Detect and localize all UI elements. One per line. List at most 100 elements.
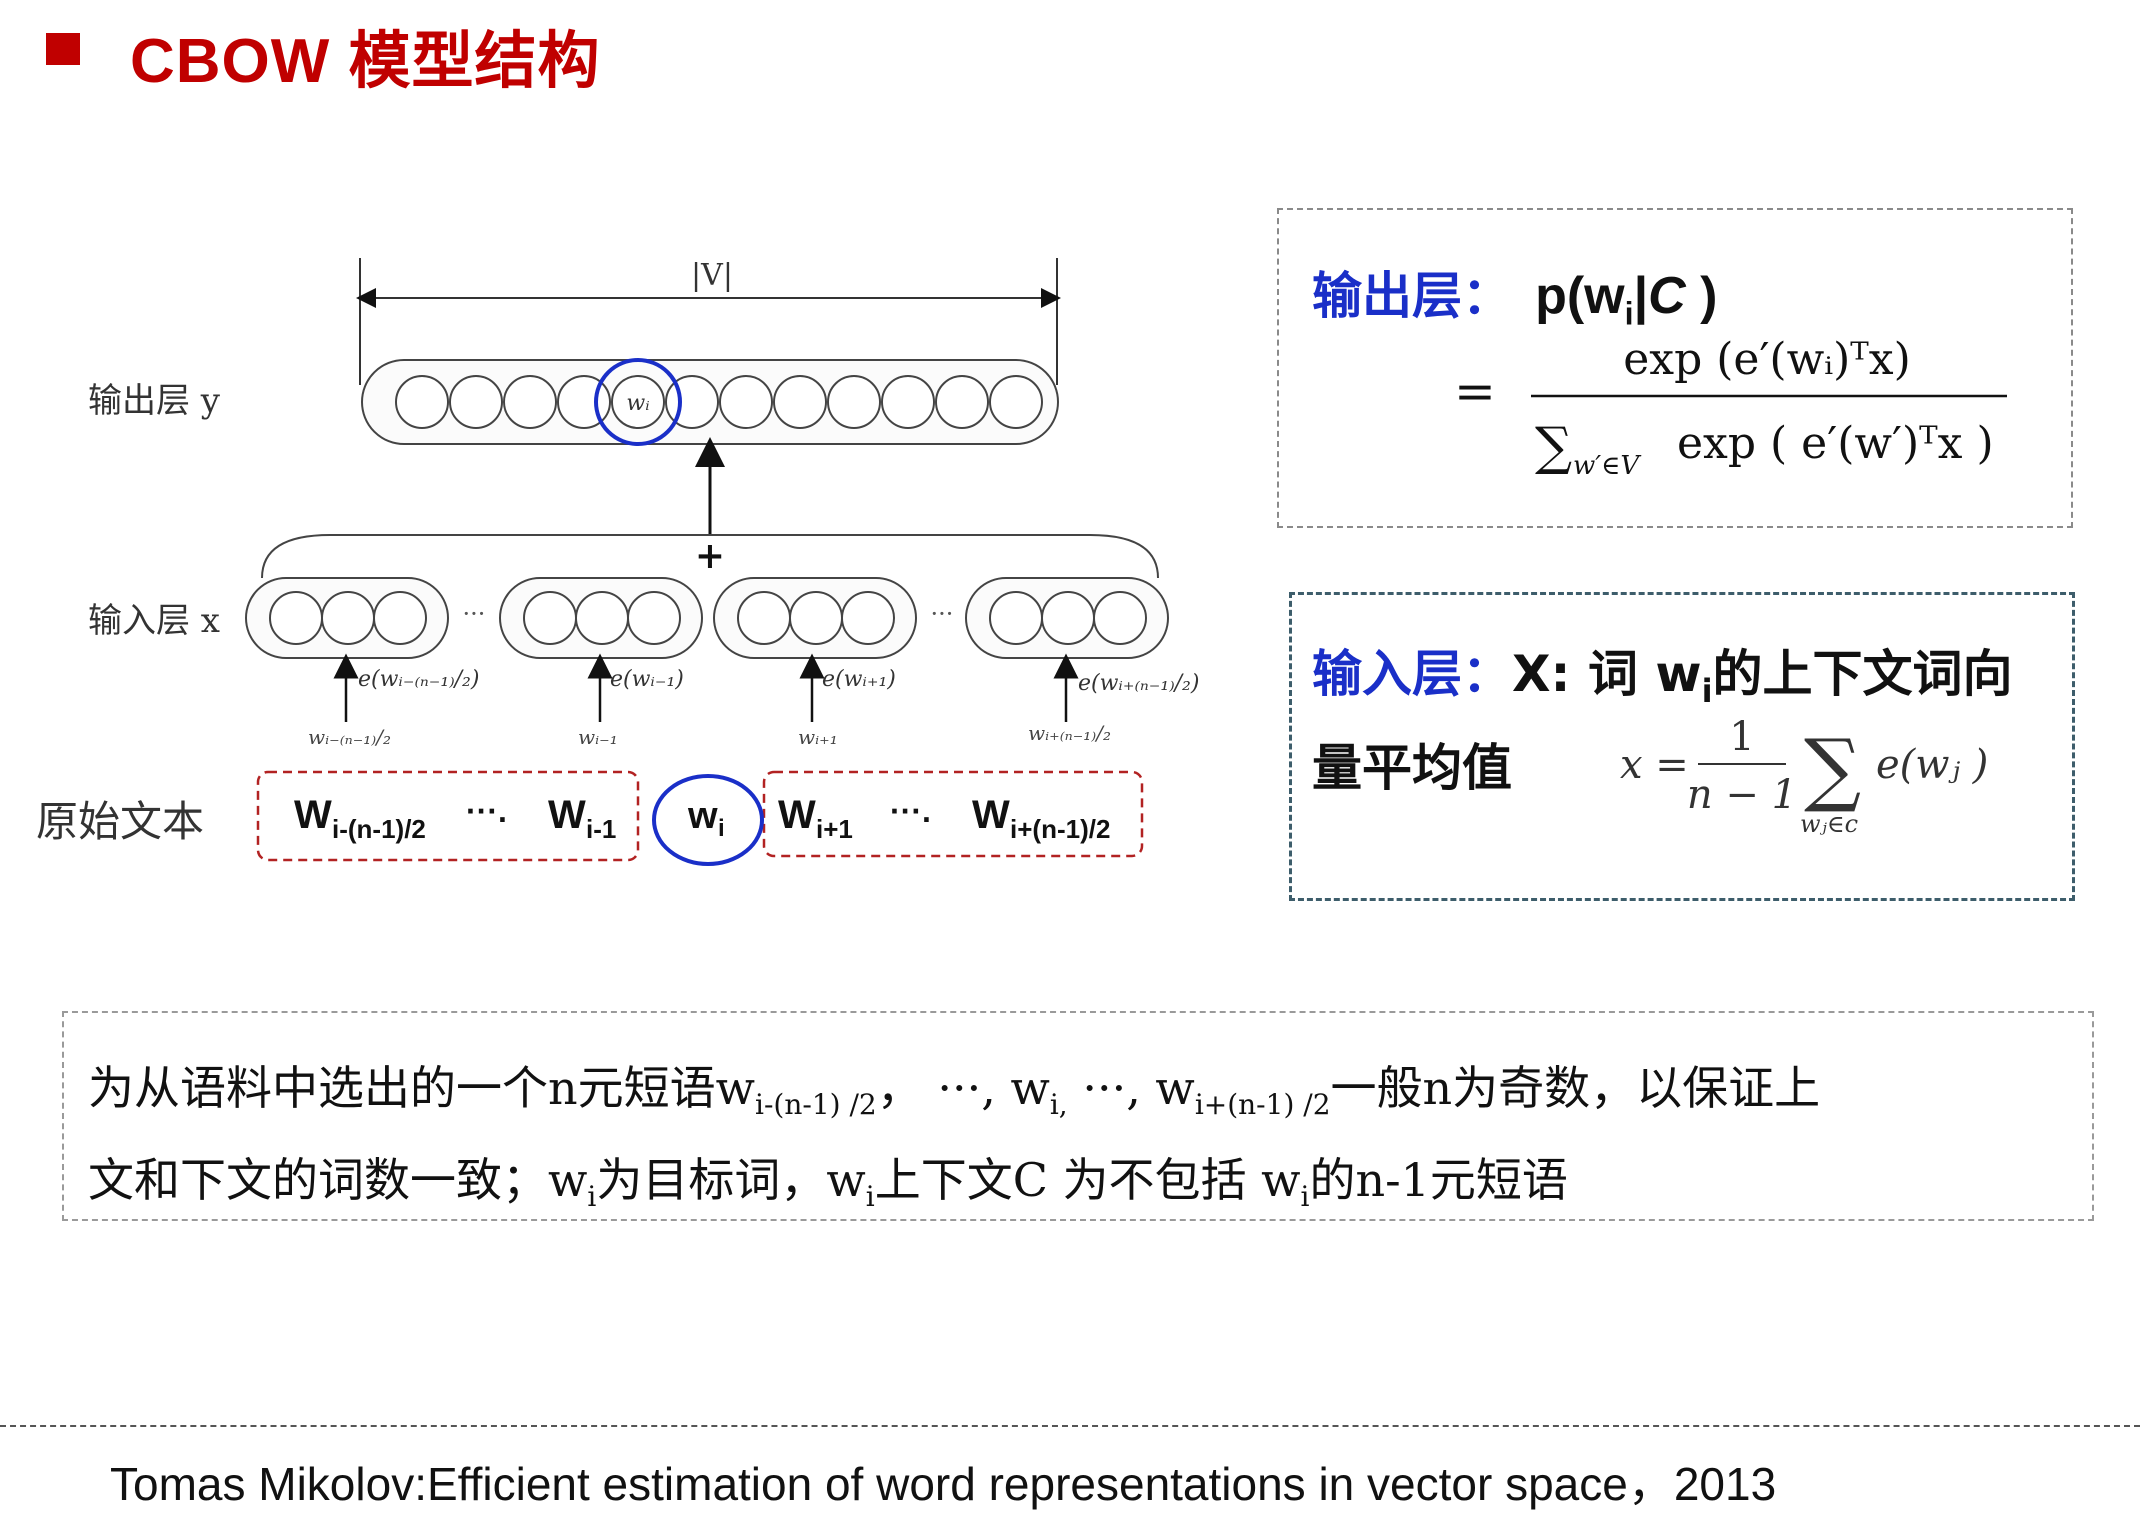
context-word-1: wᵢ₋₍ₙ₋₁₎/₂: [308, 725, 391, 749]
raw-center-sub: i: [718, 815, 725, 842]
output-prob-expr: p(wi|C ): [1535, 267, 1718, 331]
input-node: [523, 591, 577, 645]
input-node: [269, 591, 323, 645]
raw-right-first-sub: i+1: [816, 814, 853, 844]
note-l2-s3: i: [1300, 1179, 1310, 1213]
average-formula: x = 1 n − 1 ∑ wⱼ∈c e(wⱼ ): [1620, 714, 1988, 838]
citation-footer: Tomas Mikolov:Efficient estimation of wo…: [110, 1458, 1777, 1510]
input-node: [373, 591, 427, 645]
raw-left-dots: ···.: [466, 793, 507, 829]
input-node: [789, 591, 843, 645]
raw-right-last: W: [972, 793, 1010, 837]
explanation-line2: 文和下文的词数一致；wi为目标词，wi上下文C 为不包括 wi的n-1元短语: [88, 1144, 1568, 1213]
input-layer-label: 输入层 x: [88, 601, 220, 641]
input-node: [989, 591, 1043, 645]
context-word-3: wᵢ₊₁: [798, 725, 838, 749]
raw-center-word: w: [687, 795, 718, 837]
input-brace: [261, 534, 1159, 579]
input-node: [1041, 591, 1095, 645]
output-node: [773, 375, 827, 429]
raw-text-label: 原始文本: [36, 797, 204, 846]
sum-plus-sign: +: [695, 535, 725, 577]
avg-sum-subscript: wⱼ∈c: [1800, 810, 1858, 838]
avg-x-equals: x =: [1620, 742, 1689, 788]
avg-sum-symbol: ∑: [1804, 722, 1861, 815]
input-nodes: [269, 591, 1147, 645]
raw-left-first-sub: i-(n-1)/2: [332, 814, 426, 844]
note-l2-a: 文和下文的词数一致；w: [88, 1153, 588, 1207]
expr-sub: i: [1624, 295, 1634, 332]
input-line1-a: X: 词 w: [1512, 645, 1702, 703]
output-node: [989, 375, 1043, 429]
title-bullet: [46, 33, 80, 65]
note-l2-c: 上下文C 为不包括 w: [874, 1153, 1301, 1207]
input-ellipsis-right: ···: [931, 600, 954, 628]
avg-denominator: n − 1: [1687, 772, 1797, 818]
embedding-label-2: e(wᵢ₋₁): [610, 667, 684, 692]
input-box-line2: 量平均值: [1312, 739, 1512, 797]
target-highlight-circle: [594, 358, 682, 446]
raw-right-last-sub: i+(n-1)/2: [1010, 814, 1110, 844]
raw-left-first: W: [294, 793, 332, 837]
footer-divider: [0, 1425, 2140, 1427]
center-word-circle: [652, 774, 764, 866]
formula-equals: =: [1454, 362, 1496, 420]
expr-context: C: [1648, 267, 1686, 325]
note-l2-d: 的n-1元短语: [1309, 1153, 1568, 1207]
output-node: [827, 375, 881, 429]
context-word-4: wᵢ₊₍ₙ₋₁₎/₂: [1028, 721, 1111, 745]
input-box-label: 输入层：: [1312, 645, 1512, 703]
output-node: [503, 375, 557, 429]
note-l1-a: 为从语料中选出的一个n元短语w: [88, 1061, 755, 1115]
note-l2-s1: i: [587, 1179, 597, 1213]
input-node: [321, 591, 375, 645]
raw-right-first: W: [778, 793, 816, 837]
vocab-size-label: |V|: [691, 258, 733, 293]
cbow-diagram: |V| 输出层 y wᵢ + 输入层 x ··· ···: [36, 258, 1199, 866]
note-l1-s1: i-(n-1) /2: [755, 1087, 877, 1121]
input-node: [1093, 591, 1147, 645]
output-node: [395, 375, 449, 429]
output-layer-label: 输出层 y: [88, 381, 221, 421]
raw-right-dots: ···.: [890, 793, 931, 829]
right-context-box: [762, 770, 1144, 858]
expr-prefix: p(w: [1535, 267, 1625, 325]
input-node: [737, 591, 791, 645]
avg-term: e(wⱼ ): [1876, 742, 1988, 788]
embedding-label-3: e(wᵢ₊₁): [822, 667, 896, 692]
output-formula-box: [1277, 208, 2073, 528]
explanation-line1: 为从语料中选出的一个n元短语wi-(n-1) /2， ···, wi, ···,…: [88, 1052, 1820, 1121]
input-line1-sub: i: [1701, 672, 1713, 711]
output-box-label: 输出层：: [1312, 267, 1512, 325]
embedding-label-1: e(wᵢ₋₍ₙ₋₁₎/₂): [358, 667, 479, 692]
input-formula-box: [1289, 592, 2075, 901]
slide-title: CBOW 模型结构: [130, 27, 601, 96]
note-l1-d: 一般n为奇数，以保证上: [1330, 1061, 1821, 1115]
softmax-formula: = exp (e′(wᵢ)ᵀx) ∑ w′∈V exp ( e′(w′)ᵀx ): [1454, 334, 2007, 481]
input-node: [575, 591, 629, 645]
input-node: [841, 591, 895, 645]
input-box-line1: 输入层：X: 词 wi的上下文词向: [1312, 634, 2013, 710]
note-l1-b: ， ···, w: [876, 1061, 1050, 1115]
output-formula-header: 输出层： p(wi|C ): [1312, 256, 1717, 332]
embedding-label-4: e(wᵢ₊₍ₙ₋₁₎/₂): [1078, 671, 1199, 696]
note-l2-s2: i: [865, 1179, 875, 1213]
input-node: [627, 591, 681, 645]
expr-mid: |: [1633, 267, 1649, 325]
output-node: [449, 375, 503, 429]
note-l1-c: ···, w: [1067, 1061, 1195, 1115]
expr-close: ): [1685, 267, 1718, 325]
formula-numerator: exp (e′(wᵢ)ᵀx): [1623, 334, 1911, 385]
input-line1-b: 的上下文词向: [1712, 645, 2013, 703]
output-node: [935, 375, 989, 429]
output-node-target: [611, 375, 665, 429]
context-word-2: wᵢ₋₁: [578, 725, 618, 749]
formula-sum-symbol: ∑: [1535, 417, 1572, 477]
raw-left-last-sub: i-1: [586, 814, 616, 844]
left-context-box: [256, 770, 640, 862]
formula-sum-subscript: w′∈V: [1573, 451, 1641, 481]
raw-left-last: W: [548, 793, 586, 837]
note-l2-b: 为目标词，w: [596, 1153, 866, 1207]
avg-numerator: 1: [1729, 714, 1754, 760]
target-node-label: wᵢ: [626, 391, 649, 416]
